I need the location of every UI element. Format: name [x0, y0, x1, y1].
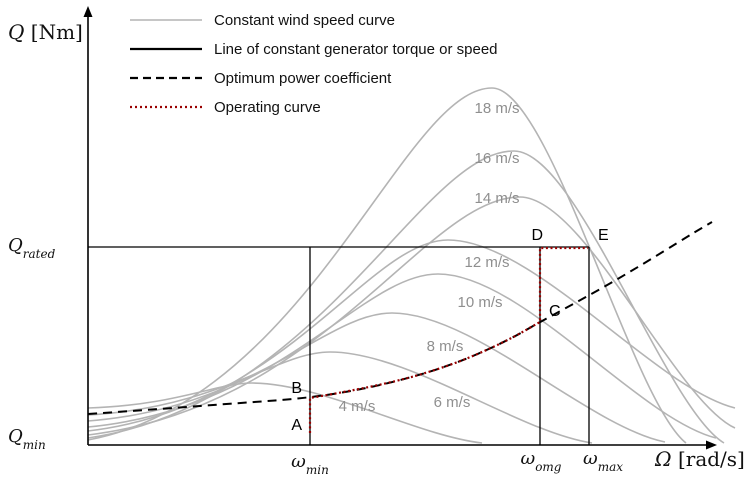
legend-item-operating: Operating curve — [130, 97, 498, 117]
omega-min-sub: min — [305, 462, 329, 477]
wind-curve-10m/s — [87, 273, 717, 439]
wind-curve-16m/s — [87, 150, 725, 444]
wind-curve-4m/s — [87, 382, 483, 444]
gray-line-icon — [130, 19, 202, 21]
x-tick-omega-min: ωmin — [291, 451, 329, 477]
point-label-B: B — [291, 380, 302, 397]
wind-speed-label: 12 m/s — [464, 254, 509, 271]
legend-item-constant-line: Line of constant generator torque or spe… — [130, 39, 498, 59]
y-axis-arrow-icon — [83, 6, 93, 17]
wind-speed-label: 8 m/s — [427, 338, 464, 355]
dashed-line-icon — [130, 76, 202, 80]
omega-max-base: ω — [583, 448, 598, 469]
omega-max-sub: max — [597, 459, 623, 474]
x-tick-omega-omg: ωomg — [520, 448, 562, 474]
point-label-C: C — [549, 303, 561, 320]
legend-item-wind-curve: Constant wind speed curve — [130, 10, 498, 30]
x-axis-symbol: Ω — [655, 447, 672, 471]
wind-speed-label: 10 m/s — [457, 294, 502, 311]
wind-speed-label: 4 m/s — [339, 398, 376, 415]
point-label-E: E — [598, 227, 609, 244]
legend-label: Optimum power coefficient — [214, 69, 392, 87]
legend: Constant wind speed curve Line of consta… — [130, 10, 498, 117]
omega-omg-sub: omg — [535, 459, 562, 474]
q-min-base: Q — [8, 426, 23, 447]
x-axis-units: [rad/s] — [671, 447, 745, 471]
wind-speed-label: 18 m/s — [474, 100, 519, 117]
omega-min-base: ω — [291, 451, 306, 472]
q-rated-base: Q — [8, 235, 23, 256]
wind-speed-label: 14 m/s — [474, 190, 519, 207]
legend-label: Line of constant generator torque or spe… — [214, 40, 498, 58]
wind-curve-18m/s — [87, 87, 687, 444]
wind-speed-label: 6 m/s — [434, 394, 471, 411]
point-label-D: D — [531, 227, 543, 244]
legend-label: Constant wind speed curve — [214, 11, 395, 29]
x-tick-omega-max: ωmax — [583, 448, 623, 474]
y-tick-q-min: Qmin — [8, 426, 46, 452]
x-axis-label: Ω [rad/s] — [655, 449, 745, 469]
y-tick-q-rated: Qrated — [8, 235, 56, 261]
point-label-A: A — [291, 417, 302, 434]
black-line-icon — [130, 47, 202, 51]
y-axis-label: Q [Nm] — [8, 22, 83, 42]
wind-curve-8m/s — [87, 312, 666, 443]
x-axis-arrow-icon — [706, 440, 717, 450]
y-axis-units: [Nm] — [24, 20, 83, 44]
red-dotted-line-icon — [130, 105, 202, 109]
legend-item-optimum: Optimum power coefficient — [130, 68, 498, 88]
wind-curve-14m/s — [87, 196, 736, 436]
wind-speed-label: 16 m/s — [474, 150, 519, 167]
legend-label: Operating curve — [214, 98, 321, 116]
y-axis-symbol: Q — [8, 20, 25, 44]
q-rated-sub: rated — [22, 246, 56, 261]
omega-omg-base: ω — [520, 448, 536, 469]
q-min-sub: min — [22, 437, 46, 452]
